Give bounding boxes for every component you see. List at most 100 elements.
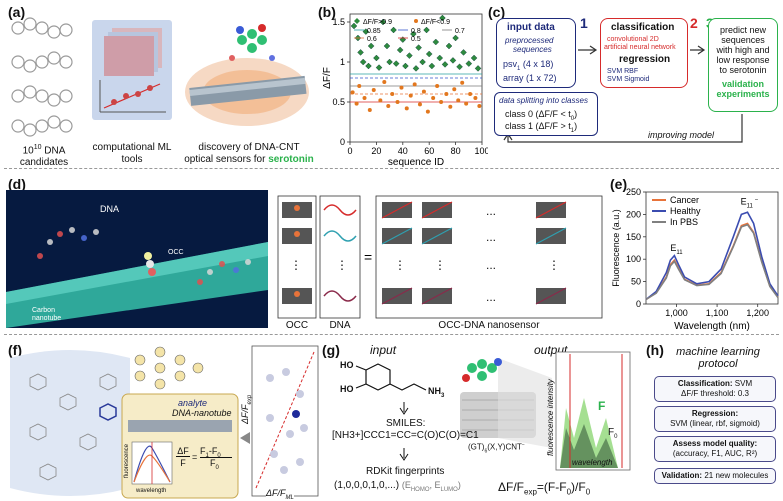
data-point-high bbox=[410, 30, 417, 38]
x-tick-label: 100 bbox=[474, 146, 488, 156]
x-axis-label: Wavelength (nm) bbox=[674, 321, 750, 332]
parity-yaxis-label: ΔF/Fexp bbox=[240, 394, 253, 424]
caption-nanosensor: OCC-DNA nanosensor bbox=[438, 320, 540, 331]
analyte-label: analyte bbox=[178, 398, 208, 408]
cnt-label2: nanotube bbox=[32, 315, 62, 322]
serotonin-structure-icon bbox=[355, 363, 427, 391]
y-tick-label: 1.5 bbox=[332, 17, 345, 27]
legend-threshold-label: 0.8 bbox=[411, 28, 421, 35]
classification-box: classification convolutional 2D artifici… bbox=[600, 18, 688, 88]
legend-threshold-label: 0.5 bbox=[411, 36, 421, 43]
predict-line2: sequences bbox=[721, 35, 765, 45]
dna-vdots: ⋮ bbox=[336, 258, 348, 272]
data-point-low bbox=[412, 82, 417, 87]
y-tick-label: 250 bbox=[626, 187, 641, 197]
data-point-high bbox=[428, 62, 436, 70]
eq-lhs-top: ΔF bbox=[177, 446, 189, 456]
wavelength-label: wavelength bbox=[572, 458, 613, 467]
series-line-healthy bbox=[645, 211, 779, 301]
series-line-cancer bbox=[645, 222, 779, 301]
occ-molecule-icon bbox=[144, 252, 156, 276]
data-point-low bbox=[362, 96, 367, 100]
x-tick-label: 80 bbox=[451, 146, 461, 156]
dna-column bbox=[319, 195, 361, 319]
legend-marker-high bbox=[354, 18, 360, 24]
legend-threshold-label: 0.85 bbox=[367, 28, 381, 35]
e11-minus-peak-superscript: − bbox=[755, 198, 759, 204]
validation-line1: validation bbox=[721, 79, 764, 89]
data-point-high bbox=[362, 28, 370, 35]
data-point-low bbox=[435, 84, 440, 88]
x-axis-label: sequence ID bbox=[388, 157, 444, 168]
data-point-high bbox=[365, 62, 372, 70]
data-point-high bbox=[449, 57, 457, 64]
step-number-2: 2 bbox=[690, 15, 698, 31]
panel-b-label: (b) bbox=[318, 4, 336, 20]
psv-label: psv1 (4 x 18) bbox=[503, 59, 554, 72]
panel-c: (c) input data preprocessed sequences ps… bbox=[488, 0, 783, 168]
arrow-down-icons bbox=[399, 402, 409, 461]
fingerprint-vector: (1,0,0,0,1,0,...) (EHOMO, ELUMO) bbox=[334, 480, 461, 493]
data-point-high bbox=[439, 14, 446, 22]
data-point-low bbox=[395, 100, 400, 104]
classification-title: classification bbox=[611, 22, 675, 33]
mini-spectrum-icon bbox=[131, 441, 173, 485]
grid-hdots-1: ... bbox=[486, 204, 497, 218]
legend-label: Cancer bbox=[670, 195, 699, 205]
occ-column bbox=[277, 195, 317, 319]
fluorescence-intensity-label: fluorescence intensity bbox=[546, 379, 555, 456]
data-point-low bbox=[404, 106, 409, 111]
panel-e-label: (e) bbox=[610, 176, 628, 192]
data-point-high bbox=[465, 60, 473, 67]
data-point-low bbox=[399, 85, 404, 90]
data-point-high bbox=[415, 44, 422, 51]
eq-rhs-bot: F0 bbox=[210, 458, 219, 471]
data-point-high bbox=[399, 36, 407, 43]
y-tick-label: 150 bbox=[626, 232, 641, 242]
nanotube-mini-icon bbox=[128, 420, 232, 432]
data-point-high bbox=[357, 49, 364, 56]
grid-vdots-1: ⋮ bbox=[394, 258, 406, 272]
panel-f-art bbox=[10, 345, 319, 499]
panel-g-art bbox=[355, 351, 631, 471]
y-tick-label: 1 bbox=[340, 57, 345, 67]
arrow-2-icon bbox=[690, 45, 706, 55]
ho-label-2: HO bbox=[340, 384, 354, 394]
grid-hdots-3: ... bbox=[486, 290, 497, 304]
panel-f: (f) analyte DNA-nano bbox=[0, 338, 322, 501]
protocol-title-line2: protocol bbox=[698, 358, 738, 370]
occ-vdots: ⋮ bbox=[290, 258, 302, 272]
data-point-high bbox=[425, 50, 433, 58]
data-point-low bbox=[408, 93, 413, 98]
caption-occ: OCC bbox=[285, 320, 309, 331]
ml-tools-icon bbox=[92, 20, 172, 120]
data-point-high bbox=[412, 65, 420, 72]
step-number-1: 1 bbox=[580, 15, 588, 31]
data-point-high bbox=[441, 61, 449, 68]
plot-frame bbox=[645, 191, 779, 305]
molecule-library-funnel-icon bbox=[10, 350, 130, 496]
data-point-high bbox=[367, 42, 375, 50]
parity-xaxis-label: ΔF/FML bbox=[266, 488, 294, 501]
x-tick-label: 40 bbox=[398, 146, 408, 156]
improving-model-label: improving model bbox=[648, 130, 715, 140]
row-separator-2 bbox=[4, 334, 779, 335]
x-tick-label: 20 bbox=[371, 146, 381, 156]
data-point-high bbox=[474, 65, 482, 72]
regression-title: regression bbox=[619, 54, 671, 65]
data-point-low bbox=[382, 80, 387, 84]
legend-label-high: ΔF/F>0.9 bbox=[363, 19, 392, 26]
F0-label: F0 bbox=[608, 427, 618, 441]
panel-a-art bbox=[11, 17, 309, 137]
panel-d-art: = bbox=[6, 190, 603, 328]
grid-vdots-2: ⋮ bbox=[434, 258, 446, 272]
data-point-high bbox=[396, 46, 404, 54]
parity-plot bbox=[251, 345, 319, 497]
data-point-low bbox=[371, 88, 376, 92]
arrow-1-icon bbox=[578, 45, 598, 55]
grid-vdots-3: ⋮ bbox=[548, 258, 560, 272]
rdkit-label: RDKit fingerprints bbox=[366, 466, 445, 477]
split-title: data splitting into classes bbox=[499, 96, 588, 105]
